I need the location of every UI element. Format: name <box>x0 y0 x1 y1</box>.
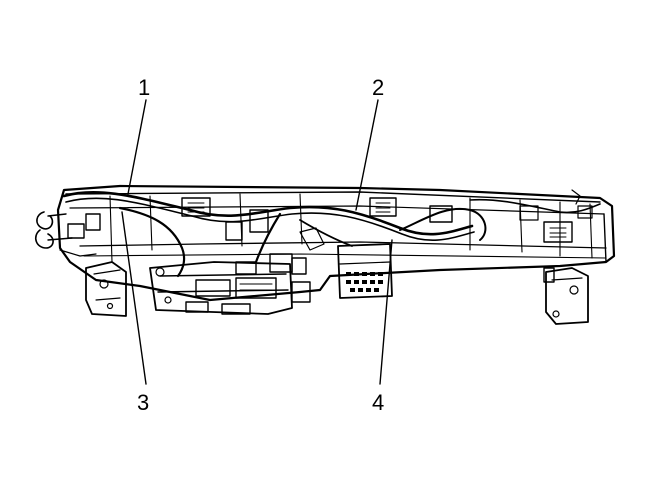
vent-grille-dots <box>346 272 383 292</box>
callout-3: 3 <box>137 390 149 415</box>
wiring-harness <box>62 189 601 278</box>
left-end-connectors <box>34 211 101 257</box>
right-mounting-bracket <box>543 267 589 325</box>
callout-1: 1 <box>138 75 150 100</box>
instrument-panel-beam <box>56 184 616 302</box>
callout-2: 2 <box>372 75 384 100</box>
beam-connector-blocks <box>181 197 593 243</box>
callout-4: 4 <box>372 390 384 415</box>
vent-grille-module <box>337 243 393 299</box>
center-module-assembly <box>149 227 325 315</box>
callout-leader-lines <box>121 99 393 385</box>
left-mounting-bracket <box>85 261 127 317</box>
